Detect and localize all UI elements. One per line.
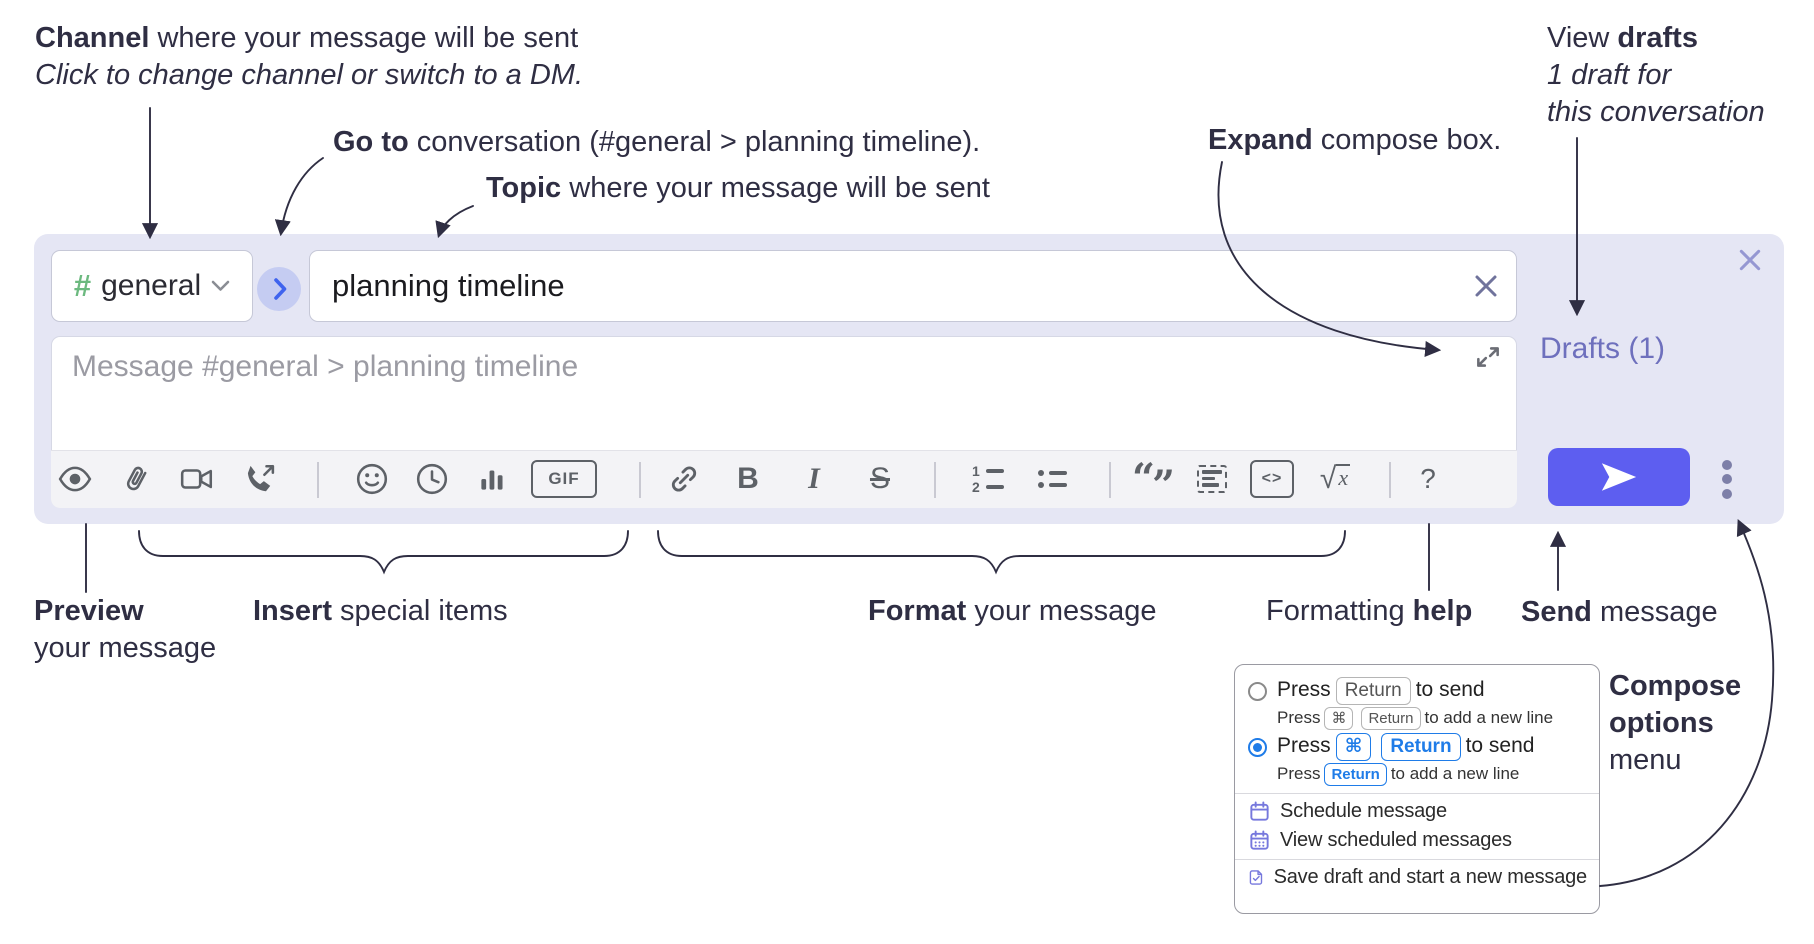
goto-annotation: Go to conversation (#general > planning … xyxy=(333,126,981,158)
video-camera-icon xyxy=(180,469,213,489)
expand-annotation: Expand compose box. xyxy=(1208,124,1502,156)
drafts-link[interactable]: Drafts (1) xyxy=(1540,332,1666,365)
italic-button[interactable]: I xyxy=(792,457,836,501)
chevron-right-icon xyxy=(274,278,287,300)
view-drafts-annotation: View drafts 1 draft for this conversatio… xyxy=(1547,22,1765,128)
go-to-conversation-button[interactable] xyxy=(257,267,301,311)
toolbar-divider xyxy=(1109,462,1111,498)
strikethrough-icon: S xyxy=(869,462,890,495)
add-emoji-button[interactable] xyxy=(350,457,394,501)
document-check-icon xyxy=(1249,870,1263,885)
math-sqrt-icon: √x xyxy=(1319,462,1351,495)
phone-call-icon xyxy=(247,464,275,492)
topic-annotation: Topic where your message will be sent xyxy=(486,172,990,204)
radio-unselected[interactable] xyxy=(1248,682,1267,701)
message-input[interactable]: Message #general > planning timeline xyxy=(72,350,579,383)
kbd-return: Return xyxy=(1381,733,1461,761)
question-mark-icon: ? xyxy=(1420,463,1436,494)
compose-toolbar: GIF B I S 1 2 “” <> √x xyxy=(51,450,1517,508)
preview-annotation: Preview your message xyxy=(34,595,217,664)
compose-options-menu-button[interactable] xyxy=(1714,456,1740,502)
topic-arrow xyxy=(435,205,474,239)
menu-divider xyxy=(1235,859,1599,860)
menu-divider xyxy=(1235,793,1599,794)
paper-plane-icon xyxy=(1601,463,1637,491)
numbered-list-icon: 1 2 xyxy=(972,464,1004,494)
topic-input[interactable] xyxy=(310,251,1516,321)
close-compose-icon[interactable] xyxy=(1737,247,1763,273)
compose-options-annotation: Compose options menu xyxy=(1609,670,1742,776)
gif-icon: GIF xyxy=(531,460,597,498)
send-annotation: Send message xyxy=(1521,596,1718,628)
menu-item-save-draft[interactable]: Save draft and start a new message xyxy=(1248,866,1587,889)
bar-chart-icon xyxy=(481,470,503,490)
add-global-time-button[interactable] xyxy=(410,457,454,501)
quote-icon: “” xyxy=(1131,455,1175,509)
insert-brace xyxy=(138,530,629,575)
topic-input-wrap xyxy=(309,250,1517,322)
expand-compose-icon[interactable] xyxy=(1473,342,1503,372)
preview-message-button[interactable] xyxy=(53,457,97,501)
radio-selected[interactable] xyxy=(1248,738,1267,757)
italic-icon: I xyxy=(808,462,820,495)
insert-annotation: Insert special items xyxy=(253,595,508,627)
paperclip-icon xyxy=(126,466,147,491)
quote-button[interactable]: “” xyxy=(1130,455,1175,509)
chevron-down-icon xyxy=(211,280,230,291)
strikethrough-button[interactable]: S xyxy=(858,457,902,501)
kbd-return: Return xyxy=(1324,763,1387,786)
math-button[interactable]: √x xyxy=(1313,457,1357,501)
formatting-help-annotation: Formatting help xyxy=(1266,595,1473,627)
toolbar-divider xyxy=(317,462,319,498)
bulleted-list-icon xyxy=(1037,470,1067,488)
add-gif-button[interactable]: GIF xyxy=(527,457,601,501)
code-icon: <> xyxy=(1250,460,1294,498)
kbd-cmd: ⌘ xyxy=(1335,733,1372,761)
add-voice-call-button[interactable] xyxy=(236,457,280,501)
attach-file-button[interactable] xyxy=(114,457,158,501)
menu-item-schedule-message[interactable]: Schedule message xyxy=(1248,800,1587,823)
spoiler-icon xyxy=(1197,465,1227,493)
channel-hash-icon: # xyxy=(73,268,92,303)
goto-arrow xyxy=(274,157,324,237)
toolbar-divider xyxy=(1389,462,1391,498)
kbd-return: Return xyxy=(1361,707,1421,730)
formatting-help-button[interactable]: ? xyxy=(1406,457,1450,501)
channel-annotation: Channel where your message will be sent … xyxy=(35,22,584,91)
bold-button[interactable]: B xyxy=(726,457,770,501)
calendar-icon xyxy=(1250,801,1269,821)
eye-icon xyxy=(58,466,92,492)
toolbar-divider xyxy=(934,462,936,498)
channel-name-label: general xyxy=(101,269,202,302)
format-brace xyxy=(657,530,1346,575)
spoiler-button[interactable] xyxy=(1190,457,1234,501)
add-video-call-button[interactable] xyxy=(175,457,219,501)
calendar-grid-icon xyxy=(1250,830,1269,850)
kbd-return: Return xyxy=(1335,677,1411,705)
send-button[interactable] xyxy=(1548,448,1690,506)
insert-link-button[interactable] xyxy=(662,457,706,501)
ellipsis-icon xyxy=(1722,459,1732,470)
link-icon xyxy=(671,466,697,492)
numbered-list-button[interactable]: 1 2 xyxy=(966,457,1010,501)
clear-topic-icon[interactable] xyxy=(1472,272,1500,300)
toolbar-divider xyxy=(639,462,641,498)
add-poll-button[interactable] xyxy=(470,457,514,501)
clock-icon xyxy=(416,463,448,495)
smiley-icon xyxy=(356,463,388,495)
code-button[interactable]: <> xyxy=(1250,457,1294,501)
menu-item-view-scheduled-messages[interactable]: View scheduled messages xyxy=(1248,829,1587,852)
bold-icon: B xyxy=(737,462,759,495)
format-annotation: Format your message xyxy=(868,595,1157,627)
kbd-cmd: ⌘ xyxy=(1324,707,1354,730)
bulleted-list-button[interactable] xyxy=(1030,457,1074,501)
channel-selector-button[interactable]: # general xyxy=(51,250,253,322)
